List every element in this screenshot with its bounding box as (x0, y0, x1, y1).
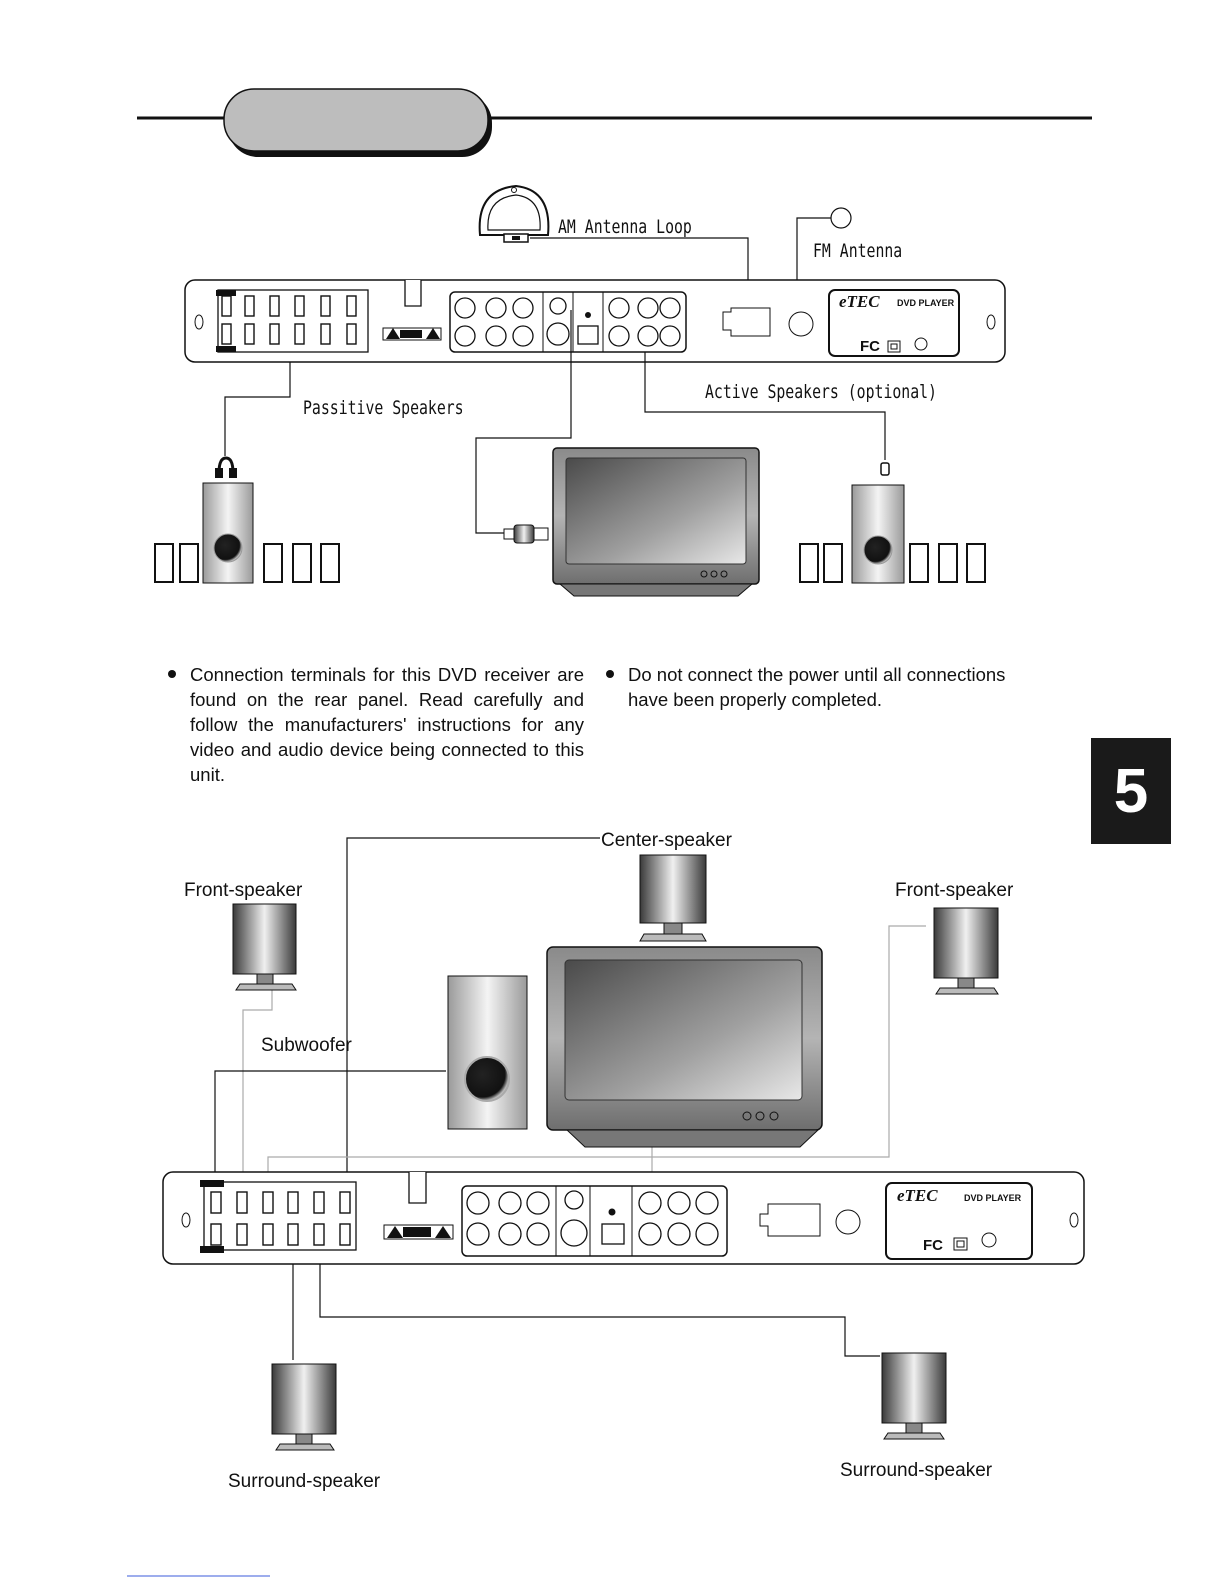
note-power: Do not connect the power until all conne… (606, 662, 1028, 712)
center-speaker-label: Center-speaker (601, 830, 732, 851)
surround-speaker-right-icon (881, 1352, 947, 1440)
warning-icon-bottom (383, 1224, 454, 1240)
satellite-speakers-left (154, 543, 340, 583)
fm-antenna-label: FM Antenna (813, 240, 903, 262)
plug-icon (215, 456, 237, 478)
panel-brand-bottom: eTEC (897, 1186, 938, 1205)
speaker-icon (232, 903, 297, 991)
note-power-text: Do not connect the power until all conne… (628, 664, 1006, 710)
bullet-icon (168, 670, 176, 678)
surround-speaker-left-label: Surround-speaker (228, 1471, 381, 1492)
subwoofer-icon-right (851, 484, 905, 584)
rca-plug-icon (503, 524, 549, 544)
tv-icon-large (546, 946, 823, 1148)
warning-icon (382, 327, 442, 341)
panel-brand-top: eTEC (839, 292, 880, 311)
note-terminals: Connection terminals for this DVD receiv… (168, 662, 584, 787)
plug-icon-right (880, 462, 890, 476)
passive-speakers-label: Passitive Speakers (303, 397, 464, 419)
panel-cert-bottom: FC (923, 1237, 943, 1254)
am-antenna-icon (478, 184, 550, 243)
front-speaker-right-label: Front-speaker (895, 880, 1014, 901)
center-speaker-icon (639, 854, 707, 942)
subwoofer-label: Subwoofer (261, 1035, 352, 1056)
surround-speaker-right-label: Surround-speaker (840, 1460, 993, 1481)
panel-model-top: DVD PLAYER (897, 298, 955, 308)
surround-speaker-left-icon (271, 1363, 337, 1451)
am-antenna-label: AM Antenna Loop (558, 216, 692, 238)
panel-cert-top: FC (860, 338, 880, 355)
rear-panel-bottom (162, 1171, 1085, 1265)
rear-panel-top (184, 279, 1006, 363)
subwoofer-icon (202, 482, 254, 584)
tv-icon (552, 447, 760, 597)
page-number-tab: 5 (1091, 738, 1171, 844)
bullet-icon (606, 670, 614, 678)
panel-model-bottom: DVD PLAYER (964, 1193, 1022, 1203)
subwoofer-icon-bottom (447, 975, 528, 1130)
speaker-icon-right (933, 907, 999, 995)
section-header (137, 88, 1092, 157)
note-terminals-text: Connection terminals for this DVD receiv… (190, 664, 584, 785)
front-speaker-left-label: Front-speaker (184, 880, 303, 901)
active-speakers-label: Active Speakers (optional) (705, 381, 937, 403)
satellite-speakers-right (799, 543, 986, 583)
